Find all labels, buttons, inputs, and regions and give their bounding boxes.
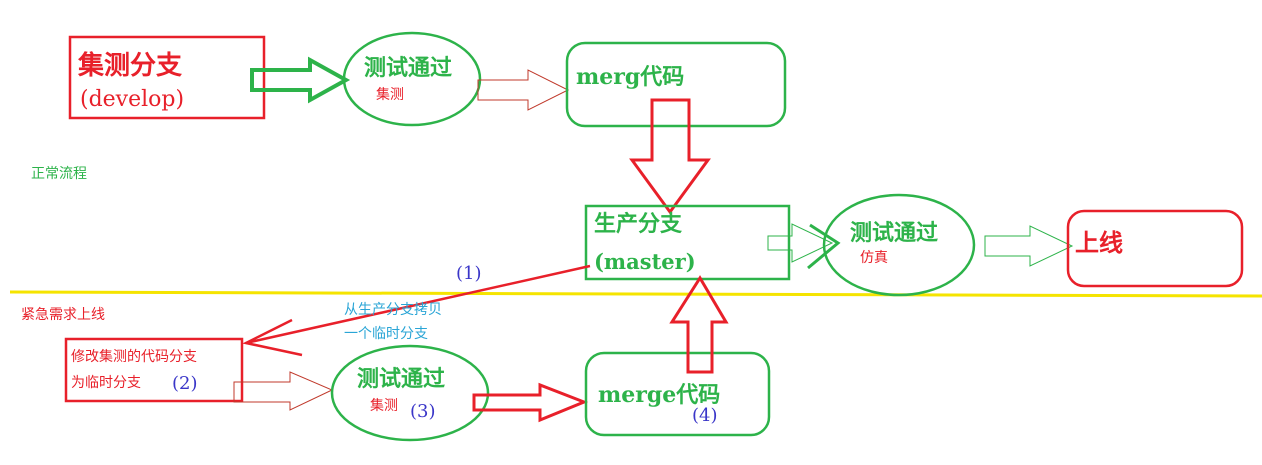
arrow-temp-to-test (233, 371, 334, 411)
merge-box-1 (565, 41, 787, 128)
test-ellipse-1-title: 测试通过 (364, 55, 453, 81)
temp-box-line2: 为临时分支 (71, 375, 141, 391)
test-ellipse-2-sub: 仿真 (860, 250, 888, 266)
test-ellipse-2-title: 测试通过 (850, 220, 939, 246)
test-ellipse-1-sub: 集测 (376, 87, 404, 103)
urgent-flow-label: 紧急需求上线 (21, 307, 105, 323)
step1-note-line2: 一个临时分支 (344, 326, 428, 342)
release-box-label: 上线 (1075, 228, 1123, 257)
merge-box-2 (584, 351, 771, 437)
test-ellipse-1 (342, 31, 482, 127)
arrow-develop-to-test (250, 56, 351, 104)
release-box (1066, 209, 1244, 288)
test-ellipse-3-title: 测试通过 (357, 366, 446, 392)
develop-box (68, 35, 266, 120)
arrow-master-to-temp-head (242, 318, 303, 357)
step2-marker: (2) (172, 373, 198, 394)
arrow-merge2-to-master (669, 275, 729, 374)
arrow-master-to-test (767, 223, 834, 263)
step1-marker: (1) (456, 263, 482, 284)
merge-box-1-label: merg代码 (576, 64, 685, 90)
arrow-test-to-merge-2 (472, 382, 589, 423)
test-ellipse-2 (822, 193, 976, 297)
step4-marker: (4) (692, 405, 718, 426)
arrow-master-to-temp-line (245, 264, 591, 345)
master-box (584, 204, 791, 281)
step3-marker: (3) (410, 401, 436, 422)
temp-box (64, 337, 244, 403)
master-box-subtitle: (master) (594, 249, 696, 274)
master-box-title: 生产分支 (594, 211, 683, 237)
divider-line (9, 290, 1262, 298)
test-ellipse-3 (330, 344, 490, 442)
arrow-merge-to-master (629, 98, 711, 215)
arrow-test-to-release (984, 225, 1074, 267)
normal-flow-label: 正常流程 (31, 166, 87, 182)
arrow-test-to-merge (477, 69, 570, 111)
temp-box-line1: 修改集测的代码分支 (71, 349, 197, 365)
step1-note-line1: 从生产分支拷贝 (344, 302, 442, 318)
merge-box-2-label: merge代码 (598, 382, 721, 408)
arrow-master-to-test-head (807, 223, 841, 270)
test-ellipse-3-sub: 集测 (370, 398, 398, 414)
develop-box-subtitle: (develop) (80, 87, 185, 112)
develop-box-title: 集测分支 (78, 51, 183, 81)
